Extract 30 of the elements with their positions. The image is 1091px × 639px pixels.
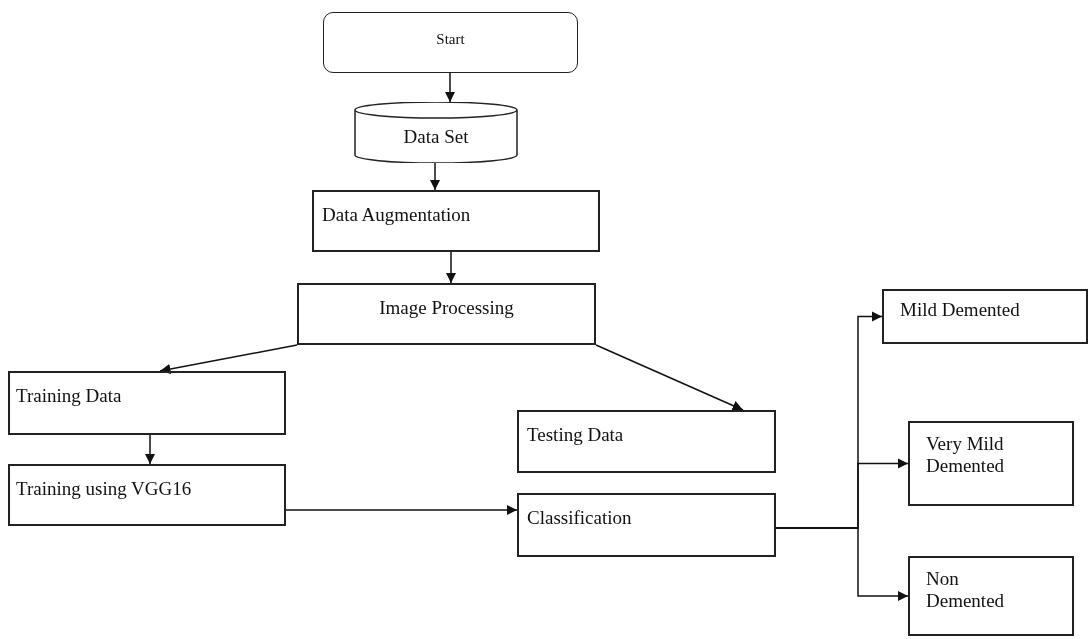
node-label: Mild Demented — [900, 299, 1020, 321]
process-box — [517, 410, 776, 473]
arrow — [159, 344, 298, 375]
arrow — [444, 72, 456, 103]
node-label: Start — [435, 31, 466, 49]
database-cylinder — [354, 102, 518, 163]
node-label: Non Demented — [926, 568, 1006, 612]
arrow — [775, 527, 909, 602]
node-label: Image Processing — [378, 297, 515, 319]
node-label: Testing Data — [527, 424, 624, 446]
node-label: Data Augmentation — [322, 204, 471, 226]
arrow — [595, 344, 744, 411]
arrow — [144, 434, 156, 465]
arrow — [285, 504, 518, 516]
node-label: Training using VGG16 — [16, 478, 192, 500]
node-label: Classification — [527, 507, 632, 529]
process-box — [8, 464, 286, 526]
process-box — [8, 371, 286, 435]
arrow — [445, 251, 457, 284]
process-box — [297, 283, 596, 345]
node-label: Data Set — [402, 126, 470, 148]
process-box — [908, 421, 1074, 506]
start-terminal — [323, 12, 578, 73]
node-label: Very Mild Demented — [926, 433, 1006, 477]
process-box — [312, 190, 600, 252]
node-label: Training Data — [16, 385, 122, 407]
process-box — [908, 556, 1074, 636]
arrow — [429, 162, 441, 191]
process-box — [882, 289, 1088, 344]
process-box — [517, 493, 776, 557]
